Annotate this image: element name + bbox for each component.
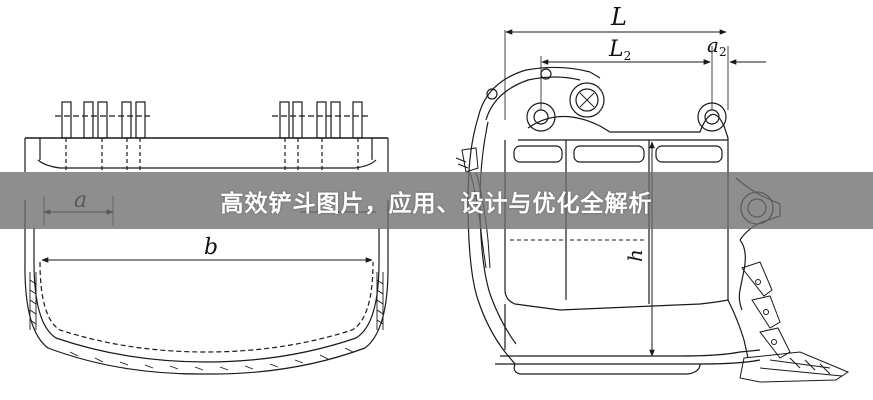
side-dimension-L2-label: L2 [608, 37, 631, 63]
front-left-ear-brackets [55, 101, 150, 172]
front-right-ear-brackets [272, 101, 368, 172]
side-dimension-a2-label: a2 [707, 33, 727, 59]
side-teeth [739, 261, 850, 383]
title-banner: 高效铲斗图片，应用、设计与优化全解析 [0, 172, 873, 229]
side-dimension-h-label: h [623, 249, 647, 262]
banner-title: 高效铲斗图片，应用、设计与优化全解析 [220, 190, 653, 217]
front-dimension-b-label: b [204, 235, 218, 260]
side-dimension-L-label: L [610, 3, 627, 31]
front-lip-chain [29, 272, 384, 371]
